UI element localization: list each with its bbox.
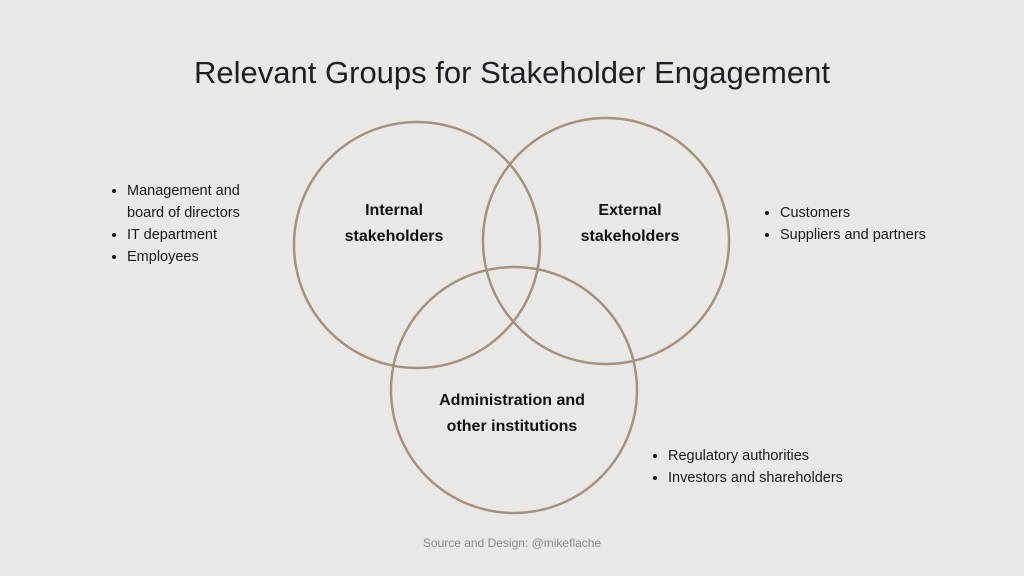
list-item: Suppliers and partners [780, 224, 980, 246]
list-item: Employees [127, 246, 277, 268]
label-external: External stakeholders [550, 198, 710, 250]
circle-internal [292, 120, 542, 370]
list-item: IT department [127, 224, 277, 246]
label-line: Administration and [439, 392, 585, 409]
label-line: stakeholders [580, 228, 680, 245]
list-item: Customers [780, 202, 980, 224]
label-administration: Administration and other institutions [412, 388, 612, 440]
circle-administration [389, 265, 639, 515]
external-list: Customers Suppliers and partners [764, 202, 980, 246]
label-line: stakeholders [344, 228, 444, 245]
circle-external [481, 116, 731, 366]
internal-list: Management and board of directors IT dep… [111, 180, 277, 268]
administration-list: Regulatory authorities Investors and sha… [652, 445, 888, 489]
list-item: Management and board of directors [127, 180, 277, 224]
source-credit: Source and Design: @mikeflache [422, 536, 602, 550]
list-item: Regulatory authorities [668, 445, 888, 467]
page-title: Relevant Groups for Stakeholder Engageme… [194, 55, 830, 90]
label-line: other institutions [446, 418, 578, 435]
list-item: Investors and shareholders [668, 467, 888, 489]
label-internal: Internal stakeholders [314, 198, 474, 250]
label-line: External [598, 202, 662, 219]
label-line: Internal [365, 202, 423, 219]
